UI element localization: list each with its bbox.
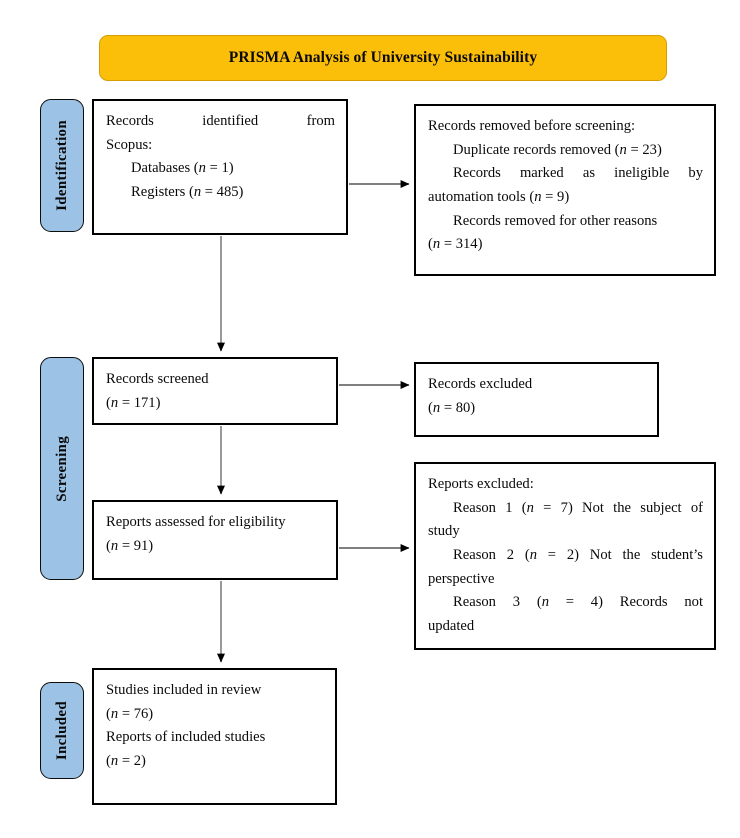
box-records-screened: Records screened (n = 171) xyxy=(92,357,338,425)
text-part: Reason 3 ( xyxy=(453,594,542,611)
box-line: updated xyxy=(428,617,475,634)
text-part: = 7) Not the subject of xyxy=(533,499,703,516)
box-records-identified: Records identified from Scopus: Database… xyxy=(92,99,348,235)
box-line: Records removed before screening: xyxy=(428,118,636,134)
box-line: automation tools (n = 9) xyxy=(428,186,703,210)
n-symbol: n xyxy=(198,160,206,177)
n-symbol: n xyxy=(432,236,441,253)
n-symbol: n xyxy=(110,537,119,554)
box-line: Reason 3 (n = 4) Records not xyxy=(428,591,703,615)
n-symbol: n xyxy=(193,183,202,200)
text-part: = 2) xyxy=(118,752,146,769)
box-line: Registers (n = 485) xyxy=(106,181,335,205)
diagram-title-banner: PRISMA Analysis of University Sustainabi… xyxy=(99,35,667,81)
n-symbol: n xyxy=(526,499,534,516)
n-symbol: n xyxy=(110,394,119,411)
box-line: Records removed for other reasons xyxy=(453,212,658,229)
text-part: ( xyxy=(106,394,111,411)
stage-label-text: Included xyxy=(53,700,70,761)
box-line: (n = 80) xyxy=(428,397,646,421)
box-line: Reason 1 (n = 7) Not the subject of xyxy=(428,497,703,521)
text-part: = 80) xyxy=(440,399,476,416)
text-part: Reason 2 ( xyxy=(453,546,530,563)
box-line: (n = 76) xyxy=(106,703,324,727)
box-line: (n = 2) xyxy=(106,750,324,774)
box-line: Reports excluded: xyxy=(428,476,534,492)
n-symbol: n xyxy=(110,705,119,722)
text-part: = 23) xyxy=(626,141,662,158)
stage-label-screening: Screening xyxy=(40,357,84,580)
n-symbol: n xyxy=(529,546,538,563)
box-line: Reason 2 (n = 2) Not the student’s xyxy=(428,544,703,568)
box-line: Records identified from xyxy=(106,113,335,129)
stage-label-identification: Identification xyxy=(40,99,84,232)
text-part: Registers ( xyxy=(131,183,194,200)
box-line: (n = 91) xyxy=(106,535,325,559)
box-line: Duplicate records removed (n = 23) xyxy=(428,139,703,163)
text-part: Reason 1 ( xyxy=(453,499,527,516)
box-line: Records marked as ineligible by xyxy=(453,165,703,182)
box-line: Reports assessed for eligibility xyxy=(106,514,286,530)
text-part: Databases ( xyxy=(131,160,199,177)
n-symbol: n xyxy=(432,399,441,416)
text-part: ( xyxy=(428,399,433,416)
box-line: Reports of included studies xyxy=(106,729,266,746)
box-studies-included: Studies included in review (n = 76) Repo… xyxy=(92,668,337,805)
text-part: = 1) xyxy=(205,160,234,177)
text-part: = 4) Records not xyxy=(549,594,704,611)
box-line: Studies included in review xyxy=(106,682,262,698)
box-records-excluded: Records excluded (n = 80) xyxy=(414,362,659,437)
box-line: (n = 171) xyxy=(106,392,325,416)
text-part: = 2) Not the student’s xyxy=(537,546,703,563)
n-symbol: n xyxy=(619,141,627,158)
n-symbol: n xyxy=(110,752,119,769)
stage-label-text: Screening xyxy=(53,435,70,502)
text-part: automation tools ( xyxy=(428,188,535,205)
stage-label-included: Included xyxy=(40,682,84,779)
text-part: ( xyxy=(428,236,433,253)
text-part: ( xyxy=(106,537,111,554)
box-records-removed-before-screening: Records removed before screening: Duplic… xyxy=(414,104,716,276)
text-part: Duplicate records removed ( xyxy=(453,141,620,158)
text-part: = 76) xyxy=(118,705,154,722)
box-reports-assessed-for-eligibility: Reports assessed for eligibility (n = 91… xyxy=(92,500,338,580)
box-line: Records screened xyxy=(106,371,209,387)
text-part: = 171) xyxy=(118,394,161,411)
text-part: = 485) xyxy=(201,183,244,200)
box-line: study xyxy=(428,523,460,540)
box-line: Databases (n = 1) xyxy=(106,157,335,181)
box-reports-excluded: Reports excluded: Reason 1 (n = 7) Not t… xyxy=(414,462,716,650)
n-symbol: n xyxy=(534,188,542,205)
box-line: (n = 314) xyxy=(428,233,703,257)
text-part: ( xyxy=(106,705,111,722)
box-line: perspective xyxy=(428,570,495,587)
stage-label-text: Identification xyxy=(53,120,70,211)
box-line: Records excluded xyxy=(428,376,533,392)
text-part: ( xyxy=(106,752,111,769)
box-line: Scopus: xyxy=(106,136,153,153)
text-part: = 9) xyxy=(541,188,570,205)
page-title: PRISMA Analysis of University Sustainabi… xyxy=(228,49,538,66)
text-part: = 314) xyxy=(440,236,483,253)
n-symbol: n xyxy=(541,594,549,611)
text-part: = 91) xyxy=(118,537,154,554)
